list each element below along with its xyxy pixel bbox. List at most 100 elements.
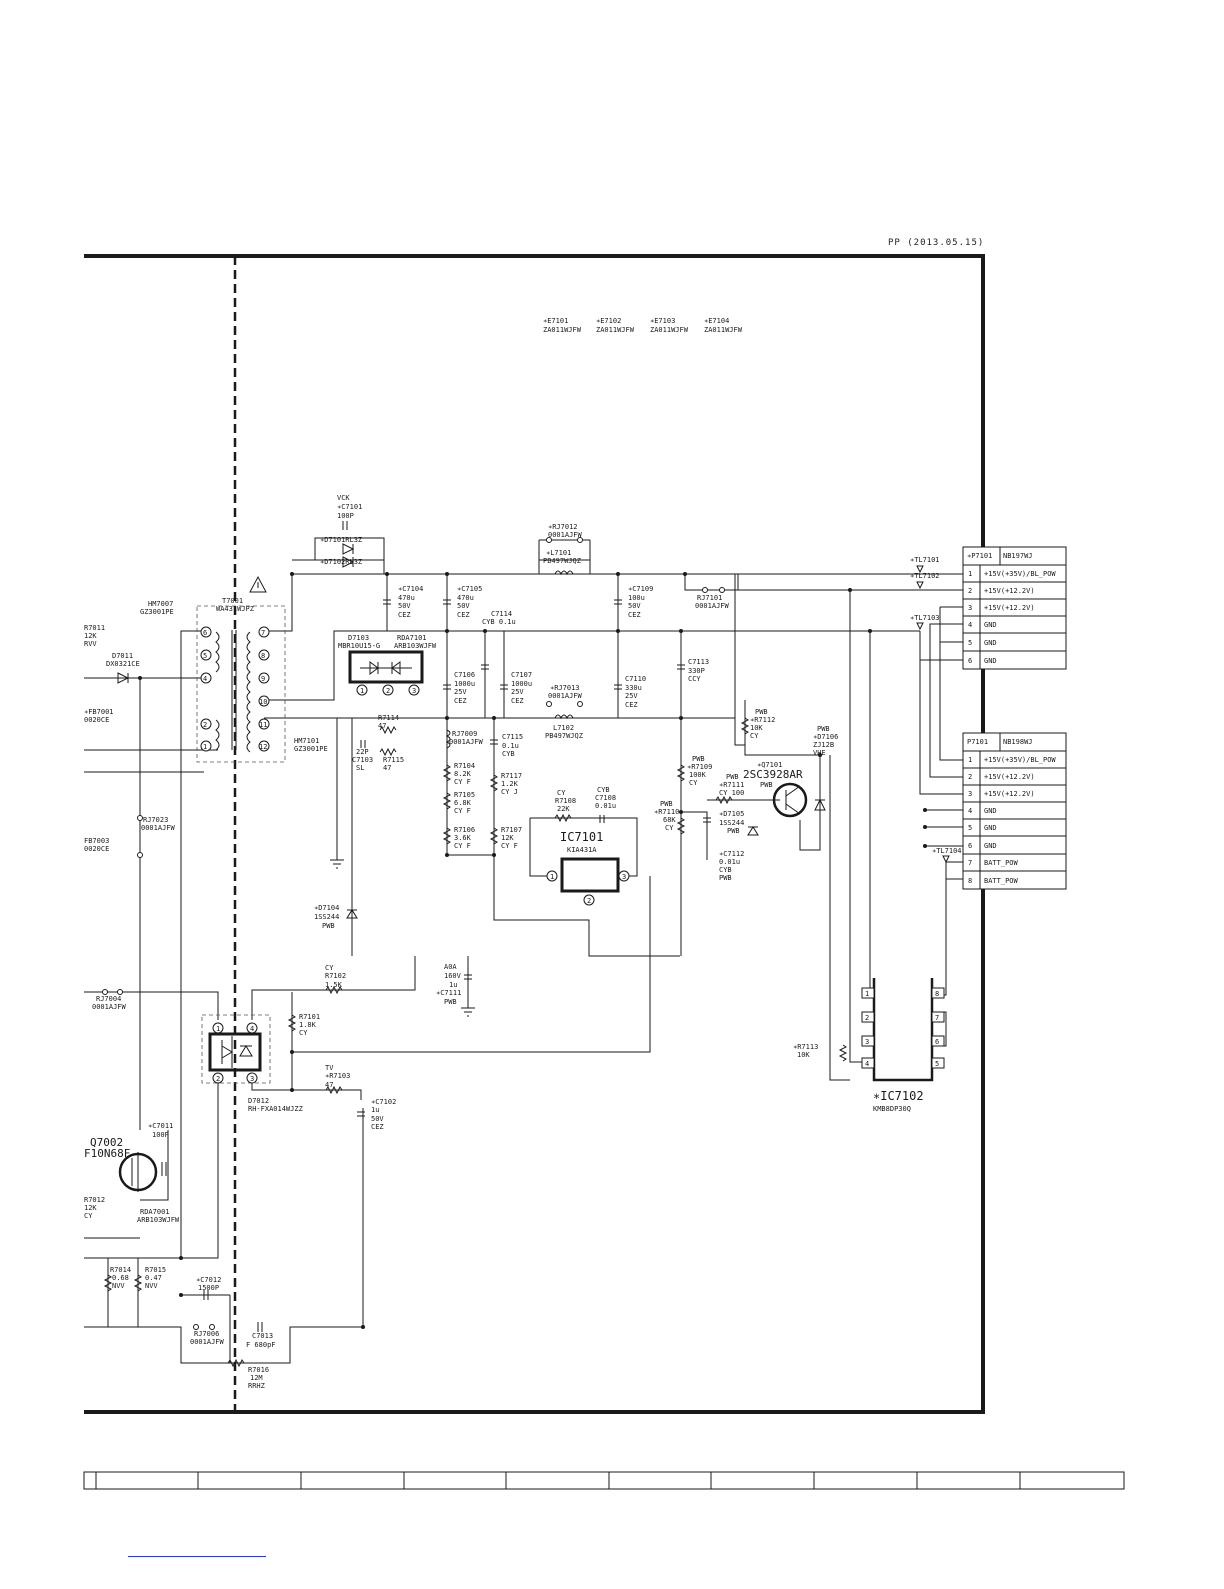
component-label: 12K <box>501 834 514 842</box>
component-label: PB497WJQZ <box>545 732 583 740</box>
svg-text:11: 11 <box>259 721 267 729</box>
component-label: 0001AJFW <box>548 531 583 539</box>
component-label: BATT_POW <box>984 859 1019 867</box>
component-label: GZ3001PE <box>140 608 174 616</box>
component-label: GND <box>984 657 997 665</box>
svg-text:1: 1 <box>360 687 364 695</box>
component-labels: VCK ∗C7101 100P ∗D7101RL3Z ∗D7102RL3Z ∗R… <box>84 494 924 1390</box>
component-label: NB197WJ <box>1003 552 1033 560</box>
component-label: 1000u <box>511 680 532 688</box>
component-label: R7016 <box>248 1366 269 1374</box>
component-label: 0020CE <box>84 845 109 853</box>
component-label: ∗RJ7013 <box>550 684 580 692</box>
svg-text:3: 3 <box>865 1038 869 1046</box>
component-label: 0.1u <box>502 742 519 750</box>
component-label: GND <box>984 807 997 815</box>
footer-link-underline[interactable] <box>128 1556 266 1557</box>
component-label: 25V <box>511 688 524 696</box>
component-label: 100u <box>628 594 645 602</box>
component-label: A0A <box>444 963 457 971</box>
capacitor-symbols <box>161 521 711 1332</box>
photocoupler-d7012: 1 4 2 3 <box>208 1022 262 1084</box>
component-label: ∗C7102 <box>371 1098 396 1106</box>
electrode-ref: ∗E7102 <box>596 317 621 325</box>
component-label: CY <box>84 1212 93 1220</box>
svg-text:2: 2 <box>386 687 390 695</box>
component-label: PWB <box>719 874 732 882</box>
component-label: HM7101 <box>294 737 319 745</box>
svg-text:4: 4 <box>865 1060 869 1068</box>
component-label: R7107 <box>501 826 522 834</box>
svg-text:2: 2 <box>587 897 591 905</box>
component-label: 25V <box>454 688 467 696</box>
component-label: D7012 <box>248 1097 269 1105</box>
component-label: CY F <box>454 807 471 815</box>
component-label: PWB <box>660 800 673 808</box>
component-label: +15V(+12.2V) <box>984 587 1035 595</box>
component-label: C7106 <box>454 671 475 679</box>
component-label: RJ7006 <box>194 1330 219 1338</box>
component-label: KMB8DP30Q <box>873 1105 911 1113</box>
component-label: 50V <box>628 602 641 610</box>
component-label: ∗D7102RL3Z <box>320 558 362 566</box>
svg-text:1: 1 <box>550 873 554 881</box>
component-label: 0.68 <box>112 1274 129 1282</box>
component-label: 1500P <box>198 1284 219 1292</box>
svg-text:8: 8 <box>261 652 265 660</box>
component-label: ARB103WJFW <box>137 1216 180 1224</box>
component-label: GZ3001PE <box>294 745 328 753</box>
test-point-markers <box>916 565 950 864</box>
component-label: 22P <box>356 748 369 756</box>
svg-text:12: 12 <box>259 743 267 751</box>
component-label: ∗TL7102 <box>910 572 940 580</box>
component-label: R7106 <box>454 826 475 834</box>
component-label: 5 <box>968 824 972 832</box>
component-label: 25V <box>625 692 638 700</box>
component-label: ∗C7112 <box>719 850 744 858</box>
component-label: R7104 <box>454 762 475 770</box>
component-label: RVV <box>84 640 97 648</box>
electrode-part: ZA011WJFW <box>596 326 635 334</box>
component-label: ∗Q7101 <box>757 761 782 769</box>
component-label: ∗R7103 <box>325 1072 350 1080</box>
ic7102-box: 1 2 3 4 8 7 6 5 <box>861 978 945 1082</box>
component-label: 12K <box>84 632 97 640</box>
component-label: 0001AJFW <box>92 1003 127 1011</box>
component-label: 470u <box>457 594 474 602</box>
component-label: +15V(+35V)/BL_POW <box>984 756 1056 764</box>
component-label: ARB103WJFW <box>394 642 437 650</box>
svg-text:3: 3 <box>250 1075 254 1083</box>
component-label: PWB <box>755 708 768 716</box>
component-label: 0001AJFW <box>190 1338 225 1346</box>
component-label: 470u <box>398 594 415 602</box>
dashed-regions <box>196 605 286 1084</box>
svg-text:4: 4 <box>250 1025 254 1033</box>
component-label: ∗C7011 <box>148 1122 173 1130</box>
component-label: 12K <box>84 1204 97 1212</box>
component-label: 6 <box>968 842 972 850</box>
svg-text:2: 2 <box>216 1075 220 1083</box>
component-label: 50V <box>398 602 411 610</box>
component-label: RDA7001 <box>140 1208 170 1216</box>
component-label: CY <box>750 732 759 740</box>
component-label: IC7101 <box>560 830 603 844</box>
component-label: 12M <box>250 1374 263 1382</box>
component-label: 1u <box>371 1106 379 1114</box>
electrode-ref: ∗E7104 <box>704 317 729 325</box>
component-label: NVV <box>112 1282 125 1290</box>
component-label: NB198WJ <box>1003 738 1033 746</box>
wiring <box>84 537 963 1364</box>
component-label: C7110 <box>625 675 646 683</box>
component-label: 50V <box>371 1115 384 1123</box>
component-label: CEZ <box>625 701 638 709</box>
connector-p7101-upper: ∗P7101 NB197WJ 1 +15V(+35V)/BL_POW 2 +15… <box>962 546 1067 670</box>
component-label: PWB <box>692 755 705 763</box>
component-label: R7015 <box>145 1266 166 1274</box>
junction-dots <box>138 572 927 1329</box>
svg-text:2: 2 <box>865 1014 869 1022</box>
component-label: GND <box>984 639 997 647</box>
svg-text:2: 2 <box>203 721 207 729</box>
component-label: CEZ <box>371 1123 384 1131</box>
component-label: PWB <box>817 725 830 733</box>
